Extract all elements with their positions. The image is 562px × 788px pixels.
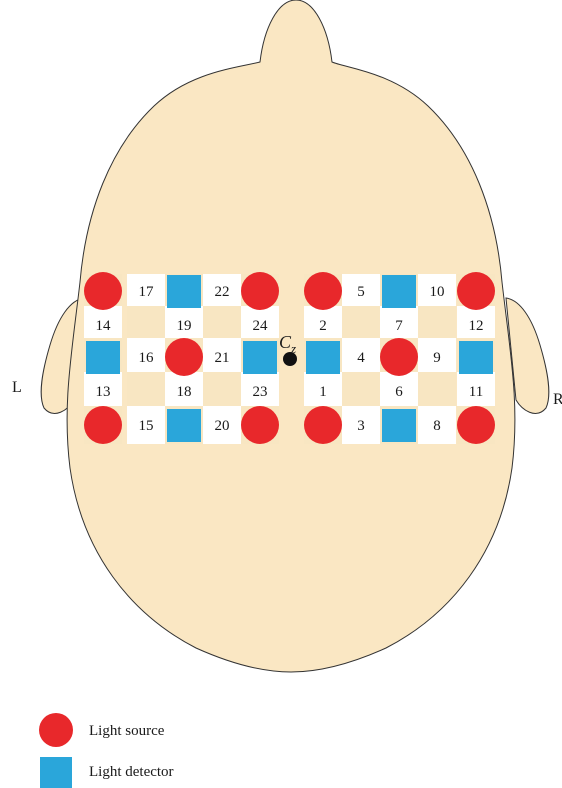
channel-label: 22 [215, 284, 230, 300]
left-grid-cell [127, 372, 165, 410]
channel-label: 16 [139, 350, 155, 366]
channel-label: 18 [177, 384, 192, 400]
cz-reference: Cz [279, 332, 297, 366]
left-grid-cell [203, 274, 241, 312]
channel-label: 15 [139, 418, 154, 434]
channel-label: 6 [395, 384, 403, 400]
right-grid-cell [380, 306, 418, 344]
channel-label: 17 [139, 284, 155, 300]
channel-label: 24 [253, 318, 269, 334]
channel-label: 21 [215, 350, 230, 366]
left-grid-cell [241, 306, 279, 344]
left-grid-cell [203, 406, 241, 444]
light-source-optode [304, 406, 342, 444]
channel-label: 14 [96, 318, 112, 334]
channel-label: 3 [357, 418, 365, 434]
channel-label: 19 [177, 318, 192, 334]
channel-label: 20 [215, 418, 230, 434]
right-ear [505, 297, 550, 414]
head-drawing [40, 0, 550, 673]
left-grid-cell [127, 274, 165, 312]
head-outline [66, 0, 516, 673]
right-grid-cell [457, 306, 495, 344]
left-grid-cell [165, 306, 203, 344]
right-grid-cell [342, 406, 380, 444]
channel-label: 8 [433, 418, 441, 434]
cz-label: Cz [279, 332, 296, 356]
channel-label: 13 [96, 384, 111, 400]
cz-label-main: C [279, 332, 292, 352]
legend: Light source Light detector [39, 713, 174, 788]
light-detector-optode [167, 275, 201, 308]
right-grid-cell [418, 338, 456, 376]
channel-label: 2 [319, 318, 327, 334]
light-detector-optode [306, 341, 340, 374]
light-detector-optode [459, 341, 493, 374]
light-detector-optode [382, 275, 416, 308]
light-source-optode [84, 406, 122, 444]
legend-source-icon [39, 713, 73, 747]
light-source-optode [241, 406, 279, 444]
channel-label: 5 [357, 284, 365, 300]
left-grid-cell [84, 372, 122, 410]
right-grid-cell [304, 372, 342, 410]
left-grid-cell [127, 338, 165, 376]
right-grid-cell [342, 274, 380, 312]
channel-label: 11 [469, 384, 483, 400]
channel-label: 23 [253, 384, 268, 400]
right-grid-cell [380, 372, 418, 410]
left-grid-cell [127, 306, 165, 344]
light-source-optode [241, 272, 279, 310]
light-detector-optode [382, 409, 416, 442]
right-side-label: R [553, 391, 562, 408]
light-source-optode [380, 338, 418, 376]
right-grid-cell [342, 372, 380, 410]
right-grid-cell [418, 406, 456, 444]
cz-label-sub: z [290, 341, 296, 356]
right-grid-cell [418, 306, 456, 344]
left-grid-cell [165, 372, 203, 410]
light-detector-optode [243, 341, 277, 374]
left-grid-cell [203, 338, 241, 376]
right-grid-cell [418, 274, 456, 312]
light-detector-optode [86, 341, 120, 374]
cz-dot [283, 352, 297, 366]
optodes [84, 272, 495, 444]
left-grid-cell [127, 406, 165, 444]
legend-detector-icon [40, 757, 72, 788]
right-grid-cell [457, 372, 495, 410]
channel-label: 4 [357, 350, 365, 366]
left-side-label: L [12, 379, 22, 396]
legend-detector-label: Light detector [89, 764, 174, 780]
channel-label: 7 [395, 318, 403, 334]
channel-label: 1 [319, 384, 327, 400]
left-grid-cell [203, 372, 241, 410]
channel-label: 9 [433, 350, 441, 366]
right-grid-cell [342, 306, 380, 344]
light-source-optode [165, 338, 203, 376]
left-grid-cell [84, 306, 122, 344]
right-grid-cell [342, 338, 380, 376]
light-detector-optode [167, 409, 201, 442]
light-source-optode [84, 272, 122, 310]
legend-source-label: Light source [89, 723, 165, 739]
light-source-optode [457, 406, 495, 444]
left-grid-cell [241, 372, 279, 410]
light-source-optode [457, 272, 495, 310]
left-grid-cell [203, 306, 241, 344]
channel-label: 10 [430, 284, 445, 300]
channel-label: 12 [469, 318, 484, 334]
right-grid-cell [304, 306, 342, 344]
light-source-optode [304, 272, 342, 310]
right-grid-cell [418, 372, 456, 410]
